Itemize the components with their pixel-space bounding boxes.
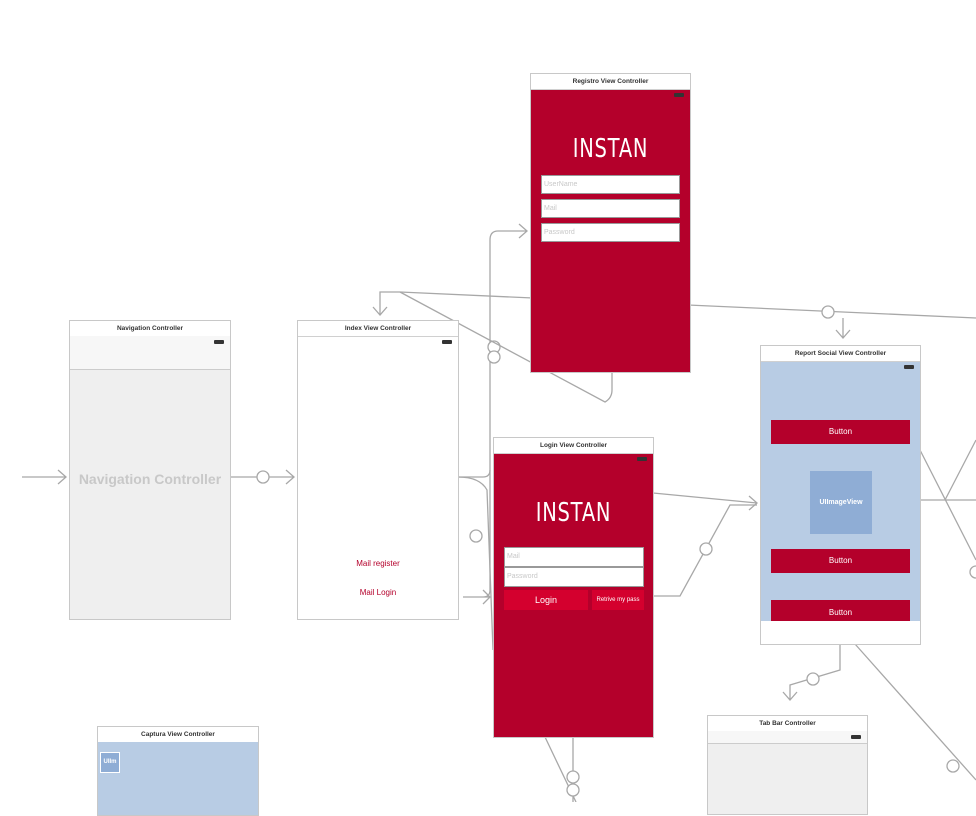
scene-body: INSTAN UserName Mail Password: [531, 90, 690, 372]
report-social-view-controller-scene[interactable]: Report Social View Controller Button UII…: [760, 345, 921, 645]
scene-body: INSTAN Mail Password Login Retrive my pa…: [494, 454, 653, 737]
battery-icon: [637, 457, 647, 461]
scene-title: Captura View Controller: [98, 727, 258, 743]
index-view-controller-scene[interactable]: Index View Controller Mail register Mail…: [297, 320, 459, 620]
scene-title: Index View Controller: [298, 321, 458, 337]
button-1[interactable]: Button: [771, 420, 910, 444]
image-view: UIImageView: [810, 471, 872, 534]
battery-icon: [904, 365, 914, 369]
button-2[interactable]: Button: [771, 549, 910, 573]
mail-input[interactable]: Mail: [504, 547, 644, 567]
login-view-controller-scene[interactable]: Login View Controller INSTAN Mail Passwo…: [493, 437, 654, 738]
password-input[interactable]: Password: [504, 567, 644, 587]
scene-body: Button UIImageView Button Button: [761, 362, 920, 621]
scene-body: [708, 744, 867, 814]
scene-title: Tab Bar Controller: [708, 716, 867, 732]
login-button[interactable]: Login: [504, 590, 588, 610]
navigation-controller-scene[interactable]: Navigation Controller Navigation Control…: [69, 320, 231, 620]
scene-body: UIIm: [98, 742, 258, 815]
image-view: UIIm: [100, 752, 120, 773]
scene-title: Report Social View Controller: [761, 346, 920, 362]
logo: INSTAN: [535, 498, 612, 528]
scene-title: Registro View Controller: [531, 74, 690, 90]
scene-title: Login View Controller: [494, 438, 653, 454]
username-input[interactable]: UserName: [541, 175, 680, 194]
mail-login-button[interactable]: Mail Login: [359, 588, 397, 597]
retrieve-password-button[interactable]: Retrive my pass: [592, 590, 644, 610]
battery-icon: [214, 340, 224, 344]
battery-icon: [851, 735, 861, 739]
captura-view-controller-scene[interactable]: Captura View Controller UIIm: [97, 726, 259, 816]
battery-icon: [442, 340, 452, 344]
mail-input[interactable]: Mail: [541, 199, 680, 218]
button-3[interactable]: Button: [771, 600, 910, 621]
scene-title: Navigation Controller: [70, 321, 230, 337]
battery-icon: [674, 93, 684, 97]
navigation-placeholder: Navigation Controller: [78, 471, 222, 487]
tab-bar-controller-scene[interactable]: Tab Bar Controller: [707, 715, 868, 815]
registro-view-controller-scene[interactable]: Registro View Controller INSTAN UserName…: [530, 73, 691, 373]
password-input[interactable]: Password: [541, 223, 680, 242]
mail-register-button[interactable]: Mail register: [356, 559, 400, 568]
status-bar: [708, 731, 867, 744]
logo: INSTAN: [572, 134, 649, 164]
navigation-bar: [70, 336, 230, 370]
scene-body: Navigation Controller: [70, 370, 230, 619]
